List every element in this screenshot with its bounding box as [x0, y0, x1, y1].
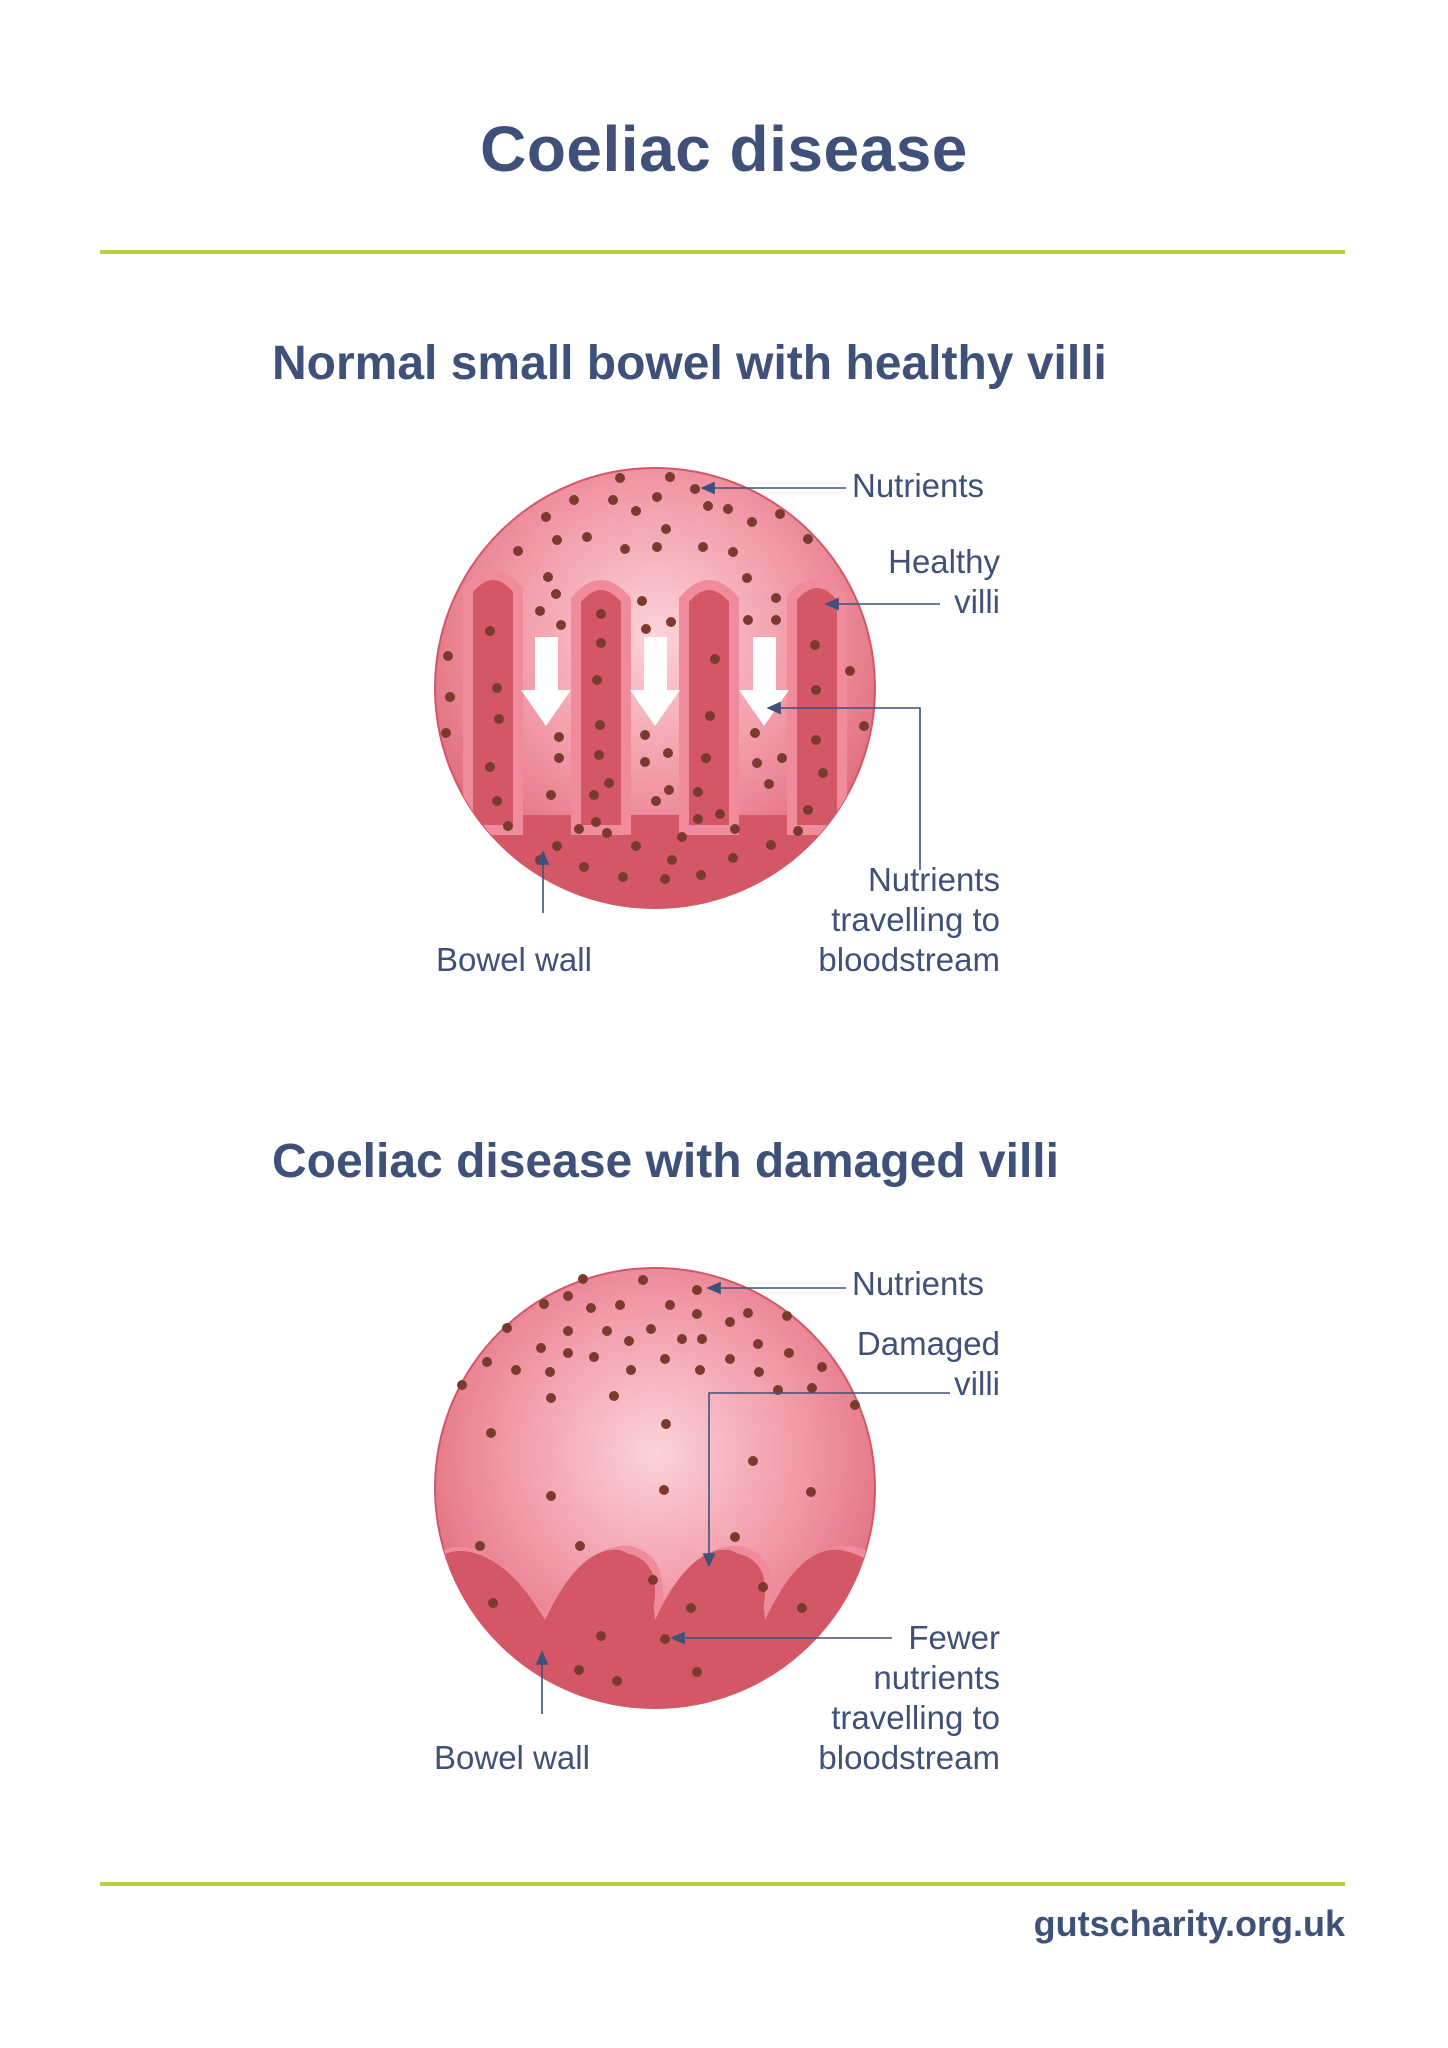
label-fewer-line4: bloodstream: [818, 1739, 1000, 1776]
label-bowel-wall: Bowel wall: [436, 941, 592, 978]
label-fewer-line2: nutrients: [873, 1659, 1000, 1696]
label-damaged-villi-line2: villi: [954, 1365, 1000, 1402]
section-heading-healthy: Normal small bowel with healthy villi: [272, 337, 1107, 390]
healthy-villi-diagram: Nutrients Healthy villi Nutrients travel…: [0, 440, 1448, 1000]
label-healthy-villi-line1: Healthy: [888, 543, 1000, 580]
label-transport-line1: Nutrients: [867, 861, 1000, 898]
label-healthy-villi-line2: villi: [954, 583, 1000, 620]
label-fewer-line3: travelling to: [831, 1699, 1000, 1736]
footer-website-link[interactable]: gutscharity.org.uk: [1033, 1903, 1345, 1944]
nutrient-dots: [441, 472, 869, 884]
label-nutrients: Nutrients: [852, 467, 985, 504]
label-bowel-wall: Bowel wall: [434, 1739, 590, 1776]
page-title: Coeliac disease: [480, 113, 968, 185]
top-divider: [100, 250, 1345, 254]
label-fewer-line1: Fewer: [908, 1619, 1000, 1656]
section-heading-damaged: Coeliac disease with damaged villi: [272, 1135, 1059, 1188]
label-damaged-villi-line1: Damaged: [856, 1325, 1000, 1362]
bottom-divider: [100, 1882, 1345, 1886]
healthy-villi-illustration: [434, 467, 940, 913]
damaged-villi-illustration: [434, 1267, 950, 1714]
label-transport-line2: travelling to: [831, 901, 1000, 938]
label-nutrients: Nutrients: [852, 1265, 985, 1302]
damaged-villi-diagram: Nutrients Damaged villi Fewer nutrients …: [0, 1240, 1448, 1800]
label-transport-line3: bloodstream: [818, 941, 1000, 978]
